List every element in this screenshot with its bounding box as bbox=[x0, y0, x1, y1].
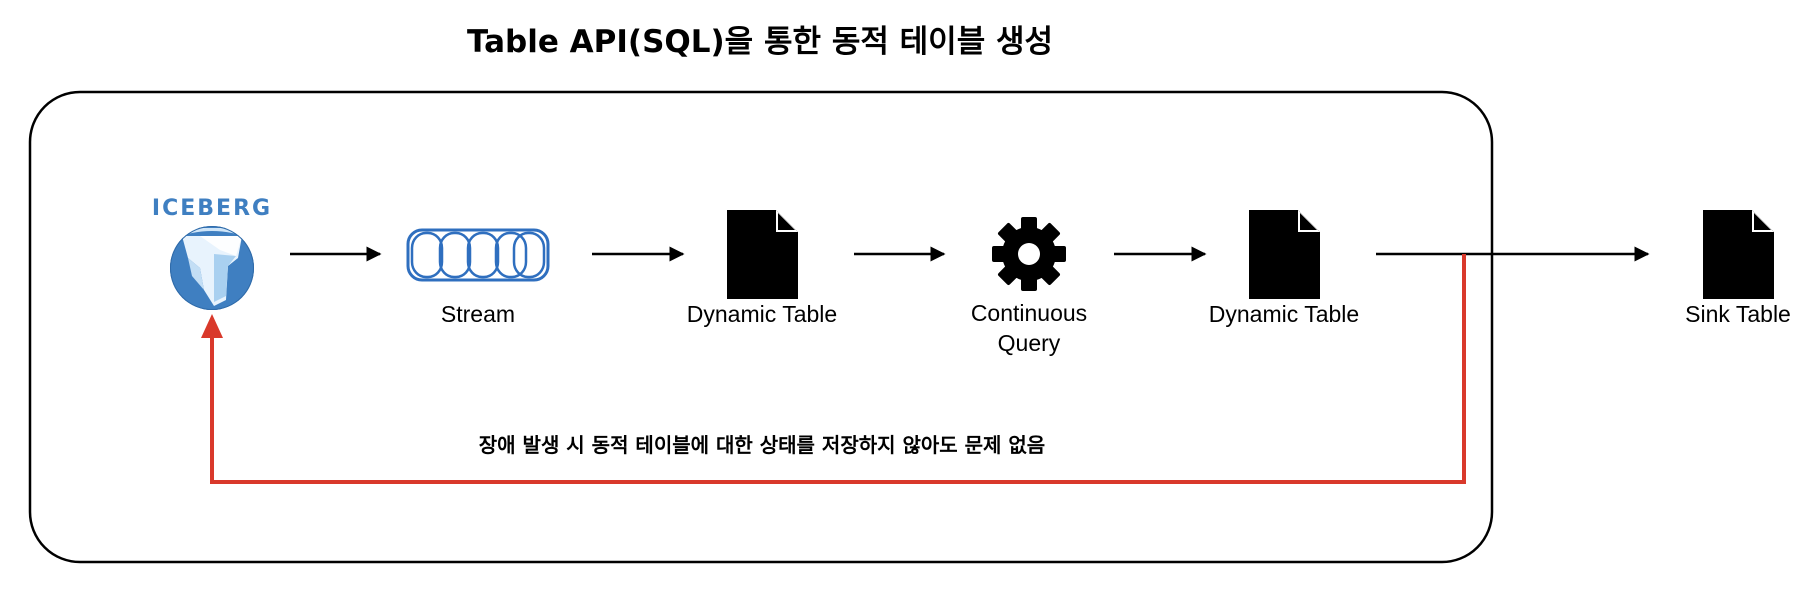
iceberg-logo-icon bbox=[170, 226, 254, 310]
stream-node: Stream bbox=[406, 228, 550, 327]
iceberg-brand-text: ICEBERG bbox=[152, 196, 272, 221]
diagram-title: Table API(SQL)을 통한 동적 테이블 생성 bbox=[467, 24, 1053, 60]
document-icon bbox=[727, 210, 798, 299]
dynamic-table-2-node: Dynamic Table bbox=[1209, 210, 1359, 327]
feedback-loop bbox=[201, 254, 1466, 484]
feedback-note: 장애 발생 시 동적 테이블에 대한 상태를 저장하지 않아도 문제 없음 bbox=[479, 433, 1045, 457]
sink-table-node: Sink Table bbox=[1685, 210, 1791, 327]
feedback-arrowhead bbox=[201, 314, 223, 338]
document-icon bbox=[1249, 210, 1320, 299]
queue-icon bbox=[406, 228, 550, 282]
stream-label: Stream bbox=[441, 301, 515, 327]
feedback-line bbox=[210, 254, 1466, 484]
iceberg-source-node: ICEBERG bbox=[152, 196, 272, 310]
dynamic-table-1-node: Dynamic Table bbox=[687, 210, 837, 327]
continuous-query-label-line1: Continuous bbox=[971, 300, 1087, 326]
dynamic-table-2-label: Dynamic Table bbox=[1209, 301, 1359, 327]
document-icon bbox=[1703, 210, 1774, 299]
continuous-query-label-line2: Query bbox=[998, 330, 1061, 356]
continuous-query-node: Continuous Query bbox=[971, 217, 1087, 356]
boundary-container bbox=[28, 90, 1494, 564]
sink-table-label: Sink Table bbox=[1685, 301, 1791, 327]
gear-icon bbox=[992, 217, 1066, 291]
dynamic-table-1-label: Dynamic Table bbox=[687, 301, 837, 327]
